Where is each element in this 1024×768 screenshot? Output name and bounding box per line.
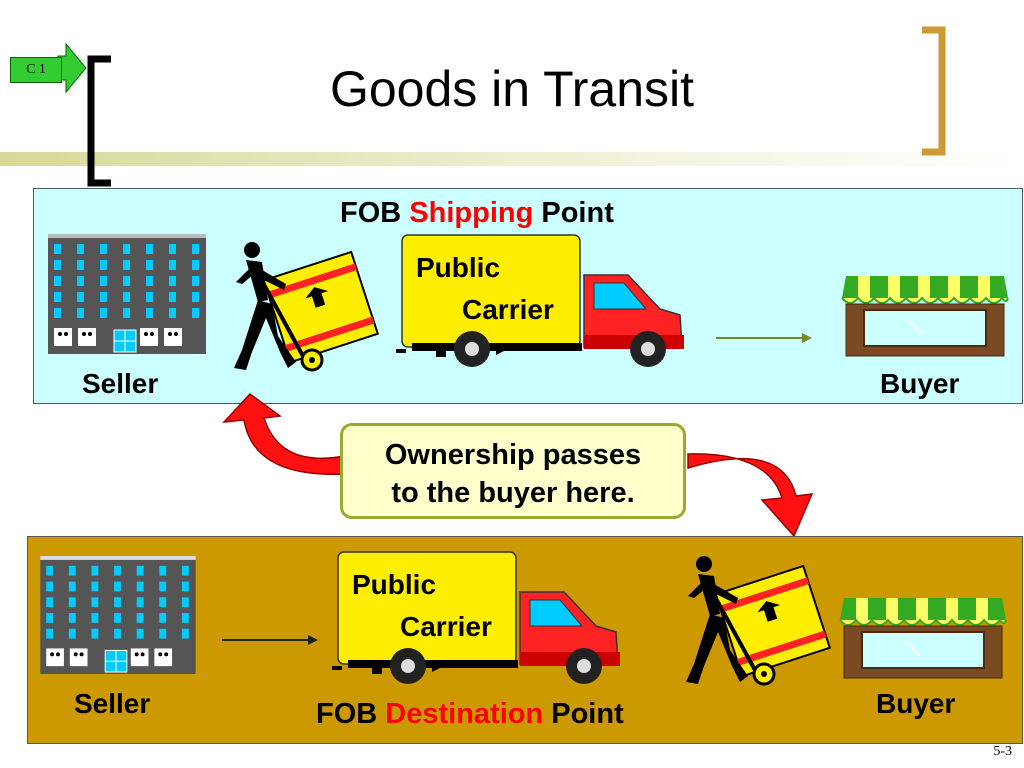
seller-building-icon [48,234,206,354]
truck-icon [396,234,684,367]
seller-building-icon [40,556,196,674]
carrier-line2-top: Carrier [462,294,554,325]
worker-crate-icon [234,242,380,372]
seller-label-top: Seller [82,368,159,399]
destination-heading-prefix: FOB [316,698,378,730]
seller-label-bottom: Seller [74,688,151,719]
callout-line1: Ownership passes [384,439,642,471]
carrier-line1-bottom: Public [352,569,437,600]
shipping-heading-prefix: FOB [340,197,402,229]
destination-heading: FOB Destination Point [316,698,624,731]
shipping-heading-suffix: Point [541,197,614,229]
page-title: Goods in Transit [329,61,695,117]
callout-line2: to the buyer here. [391,477,635,509]
buyer-label-bottom: Buyer [876,688,956,719]
title-underline-gradient [0,152,1024,166]
left-bracket-icon [87,55,111,187]
shipping-heading: FOB Shipping Point [340,197,614,230]
slide-number: 5-3 [993,744,1012,759]
buyer-store-icon [839,598,1007,679]
buyer-store-icon [841,276,1009,357]
arrow-right-icon [222,635,318,645]
right-bracket-icon [922,26,946,156]
curved-arrow-left-icon [222,393,345,475]
carrier-line1-top: Public [416,252,501,283]
c1-badge: C 1 [10,57,62,83]
carrier-line2-bottom: Carrier [400,611,492,642]
truck-icon [332,551,620,684]
curved-arrow-right-icon [687,453,814,538]
destination-heading-highlight: Destination [385,698,544,730]
arrow-right-icon [716,333,812,343]
shipping-heading-highlight: Shipping [409,197,534,229]
worker-crate-icon [686,556,832,686]
buyer-label-top: Buyer [880,368,960,399]
ownership-callout: Ownership passes to the buyer here. [340,423,686,519]
destination-heading-suffix: Point [551,698,624,730]
